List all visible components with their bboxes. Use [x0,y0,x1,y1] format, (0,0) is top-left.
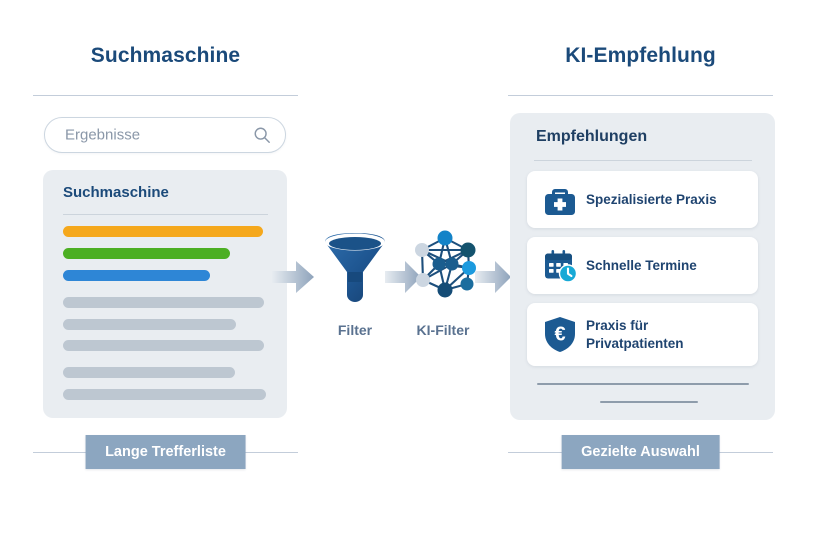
status-badge-left: Lange Trefferliste [85,435,246,469]
result-bar [63,340,264,351]
recommendation-label: Spezialisierte Praxis [586,191,717,208]
footer-badge-row-right: Gezielte Auswahl [508,435,773,469]
search-icon[interactable] [253,126,271,144]
title-divider-left [33,95,298,96]
recommendation-label-line1: Praxis für [586,318,649,334]
result-bar [63,319,236,330]
stage-label-ki-filter: KI-Filter [416,322,470,338]
recommendation-label-line1: Spezialisierte Praxis [586,191,717,207]
status-badge-right: Gezielte Auswahl [561,435,720,469]
shield-euro-icon: € [538,316,582,353]
recommendation-label-line1: Schnelle Termine [586,257,697,273]
recommendation-label-line2: Privatpatienten [586,335,684,351]
recommendations-card: Empfehlungen Spezialisierte Praxis [510,113,775,420]
result-bar [63,389,266,400]
result-bar [63,270,210,281]
footer-badge-row-left: Lange Trefferliste [33,435,298,469]
result-bar [63,297,264,308]
result-bar [63,226,263,237]
results-card-title: Suchmaschine [63,184,169,201]
recommendation-item[interactable]: Spezialisierte Praxis [527,171,758,228]
stage-label-filter: Filter [337,322,373,338]
result-bar [63,367,235,378]
svg-text:€: € [554,324,565,346]
recommendation-item[interactable]: € Praxis für Privatpatienten [527,303,758,366]
arrow-right-icon [272,261,314,293]
neural-network-icon [415,230,476,298]
recommendations-card-title: Empfehlungen [536,128,648,145]
page-title-left: Suchmaschine [90,44,241,67]
search-results-card: Suchmaschine [43,170,287,418]
recommendations-card-divider [534,160,752,161]
calendar-clock-icon [538,249,582,283]
title-divider-right [508,95,773,96]
card-footer-line [537,383,749,385]
recommendation-label: Praxis für Privatpatienten [586,317,684,352]
result-bar [63,248,230,259]
medical-bag-icon [538,184,582,216]
arrow-right-icon [475,261,511,293]
recommendation-label: Schnelle Termine [586,257,697,274]
results-card-divider [63,214,268,215]
search-input[interactable]: Ergebnisse [44,117,286,153]
funnel-icon [325,233,385,302]
card-footer-line [600,401,698,403]
arrow-right-icon [385,261,421,293]
recommendation-item[interactable]: Schnelle Termine [527,237,758,294]
search-input-value: Ergebnisse [65,126,141,144]
page-title-right: KI-Empfehlung [565,44,716,67]
